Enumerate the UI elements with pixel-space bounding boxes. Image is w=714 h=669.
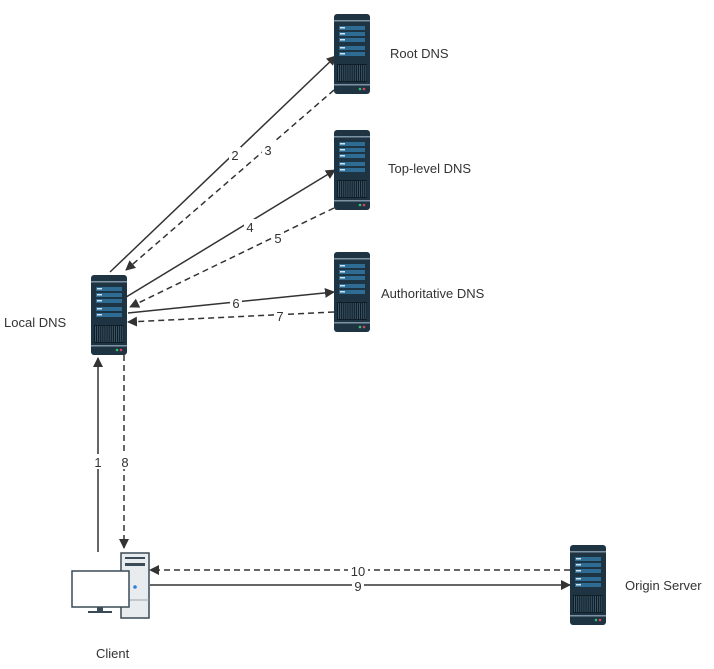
step-label-5: 5 <box>274 231 281 246</box>
authoritative-dns-label: Authoritative DNS <box>381 286 485 301</box>
edge-10: 10 <box>149 563 570 579</box>
root-server[interactable] <box>334 14 370 94</box>
step-label-3: 3 <box>264 143 271 158</box>
local-dns-label: Local DNS <box>4 315 67 330</box>
arrow-3 <box>125 89 335 271</box>
edge-2: 2 <box>109 55 337 273</box>
edge-7: 7 <box>127 308 335 327</box>
edge-3: 3 <box>125 89 335 271</box>
edge-6: 6 <box>127 287 335 314</box>
edge-4: 4 <box>117 169 336 303</box>
auth-server[interactable] <box>334 252 370 332</box>
arrow-5 <box>129 207 335 308</box>
origin-server-label: Origin Server <box>625 578 702 593</box>
tld-server[interactable] <box>334 130 370 210</box>
step-label-2: 2 <box>231 148 238 163</box>
arrow-7 <box>127 311 335 327</box>
local-server[interactable] <box>91 275 127 355</box>
step-label-6: 6 <box>232 296 239 311</box>
edge-5: 5 <box>129 207 335 308</box>
client-computer[interactable] <box>71 552 150 619</box>
top-level-dns-label: Top-level DNS <box>388 161 472 176</box>
step-label-9: 9 <box>354 579 361 594</box>
edge-9: 9 <box>150 578 571 594</box>
arrow-4 <box>117 169 336 303</box>
client-label: Client <box>96 646 130 661</box>
step-label-1: 1 <box>94 455 101 470</box>
step-label-4: 4 <box>246 220 253 235</box>
edge-1: 1 <box>92 357 104 552</box>
step-label-7: 7 <box>276 309 283 324</box>
arrow-2 <box>109 55 337 273</box>
step-label-8: 8 <box>121 455 128 470</box>
step-label-10: 10 <box>351 564 365 579</box>
edge-8: 8 <box>119 355 131 549</box>
origin-server[interactable] <box>570 545 606 625</box>
root-dns-label: Root DNS <box>390 46 449 61</box>
